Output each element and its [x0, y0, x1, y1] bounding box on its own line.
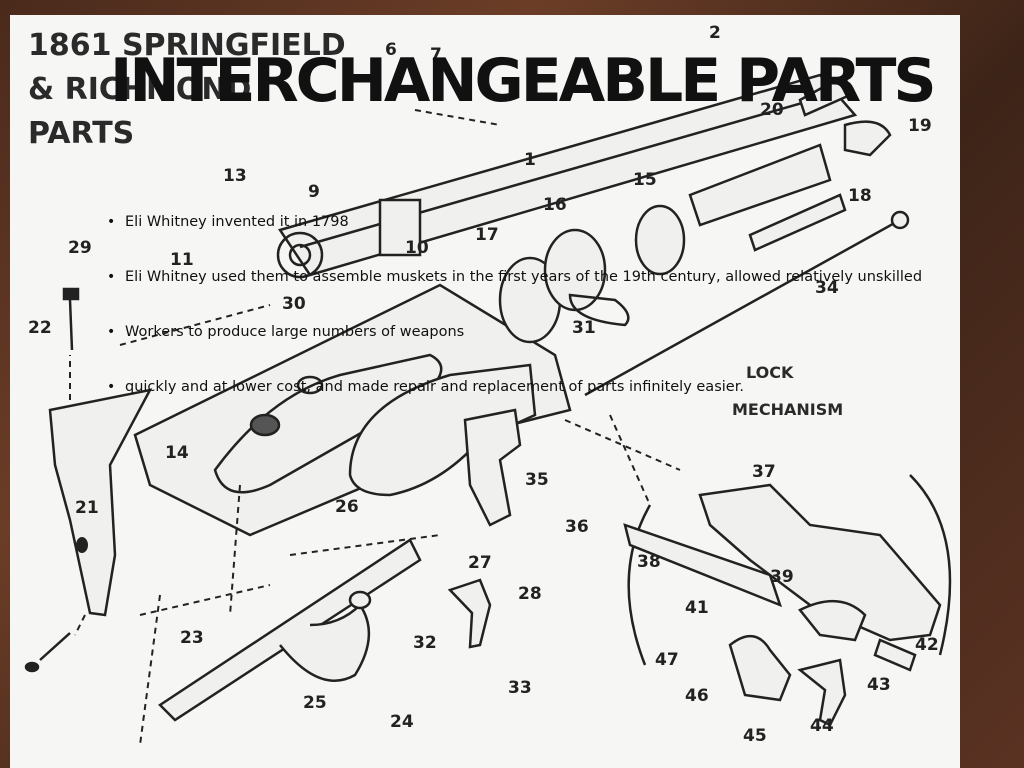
part-number: 38 — [637, 552, 661, 572]
screw-parts — [24, 287, 80, 673]
part-number: 45 — [743, 726, 767, 746]
trigger-part — [447, 578, 492, 649]
trigger-guard-part — [158, 538, 422, 722]
part-number: 13 — [223, 166, 247, 186]
part-number: 19 — [908, 116, 932, 136]
bullet-item: quickly and at lower cost, and made repa… — [107, 378, 1007, 433]
part-number: 39 — [770, 567, 794, 587]
part-number: 28 — [518, 584, 542, 604]
part-number: 1 — [524, 150, 536, 170]
part-number: 6 — [385, 40, 397, 60]
part-number: 37 — [752, 462, 776, 482]
part-number: 35 — [525, 470, 549, 490]
part-number: 2 — [709, 23, 721, 43]
part-number: 9 — [308, 182, 320, 202]
part-number: 44 — [810, 716, 834, 736]
part-number: 32 — [413, 633, 437, 653]
part-number: 26 — [335, 497, 359, 517]
part-number: 18 — [848, 186, 872, 206]
slide-title: INTERCHANGEABLE PARTS — [110, 46, 937, 116]
bullet-item: Eli Whitney invented it in 1798 — [107, 213, 1007, 268]
part-number: 41 — [685, 598, 709, 618]
diagram-heading-line3: PARTS — [28, 116, 134, 151]
part-number: 7 — [430, 45, 442, 65]
part-number: 47 — [655, 650, 679, 670]
part-number: 25 — [303, 693, 327, 713]
part-number: 24 — [390, 712, 414, 732]
diagram-heading-line2: & RICHMOND — [28, 72, 251, 107]
bullet-item: Eli Whitney used them to assemble musket… — [107, 268, 1007, 323]
part-number: 27 — [468, 553, 492, 573]
part-number: 46 — [685, 686, 709, 706]
part-number: 29 — [68, 238, 92, 258]
part-number: 20 — [760, 100, 784, 120]
slide: 1861 SPRINGFIELD & RICHMOND PARTS — [10, 15, 960, 768]
diagram-heading-line1: 1861 SPRINGFIELD — [28, 28, 346, 63]
part-number: 15 — [633, 170, 657, 190]
part-number: 14 — [165, 443, 189, 463]
part-number: 16 — [543, 195, 567, 215]
part-number: 42 — [915, 635, 939, 655]
part-number: 36 — [565, 517, 589, 537]
part-number: 21 — [75, 498, 99, 518]
part-number: 23 — [180, 628, 204, 648]
part-number: 33 — [508, 678, 532, 698]
bullet-list: Eli Whitney invented it in 1798 Eli Whit… — [107, 213, 1007, 433]
part-number-labels: 1 2 6 7 9 10 11 13 14 15 16 17 18 19 20 … — [28, 23, 939, 746]
lock-mechanism-detail — [623, 474, 952, 727]
bullet-item: Workers to produce large numbers of weap… — [107, 323, 1007, 378]
part-number: 43 — [867, 675, 891, 695]
part-number: 22 — [28, 318, 52, 338]
